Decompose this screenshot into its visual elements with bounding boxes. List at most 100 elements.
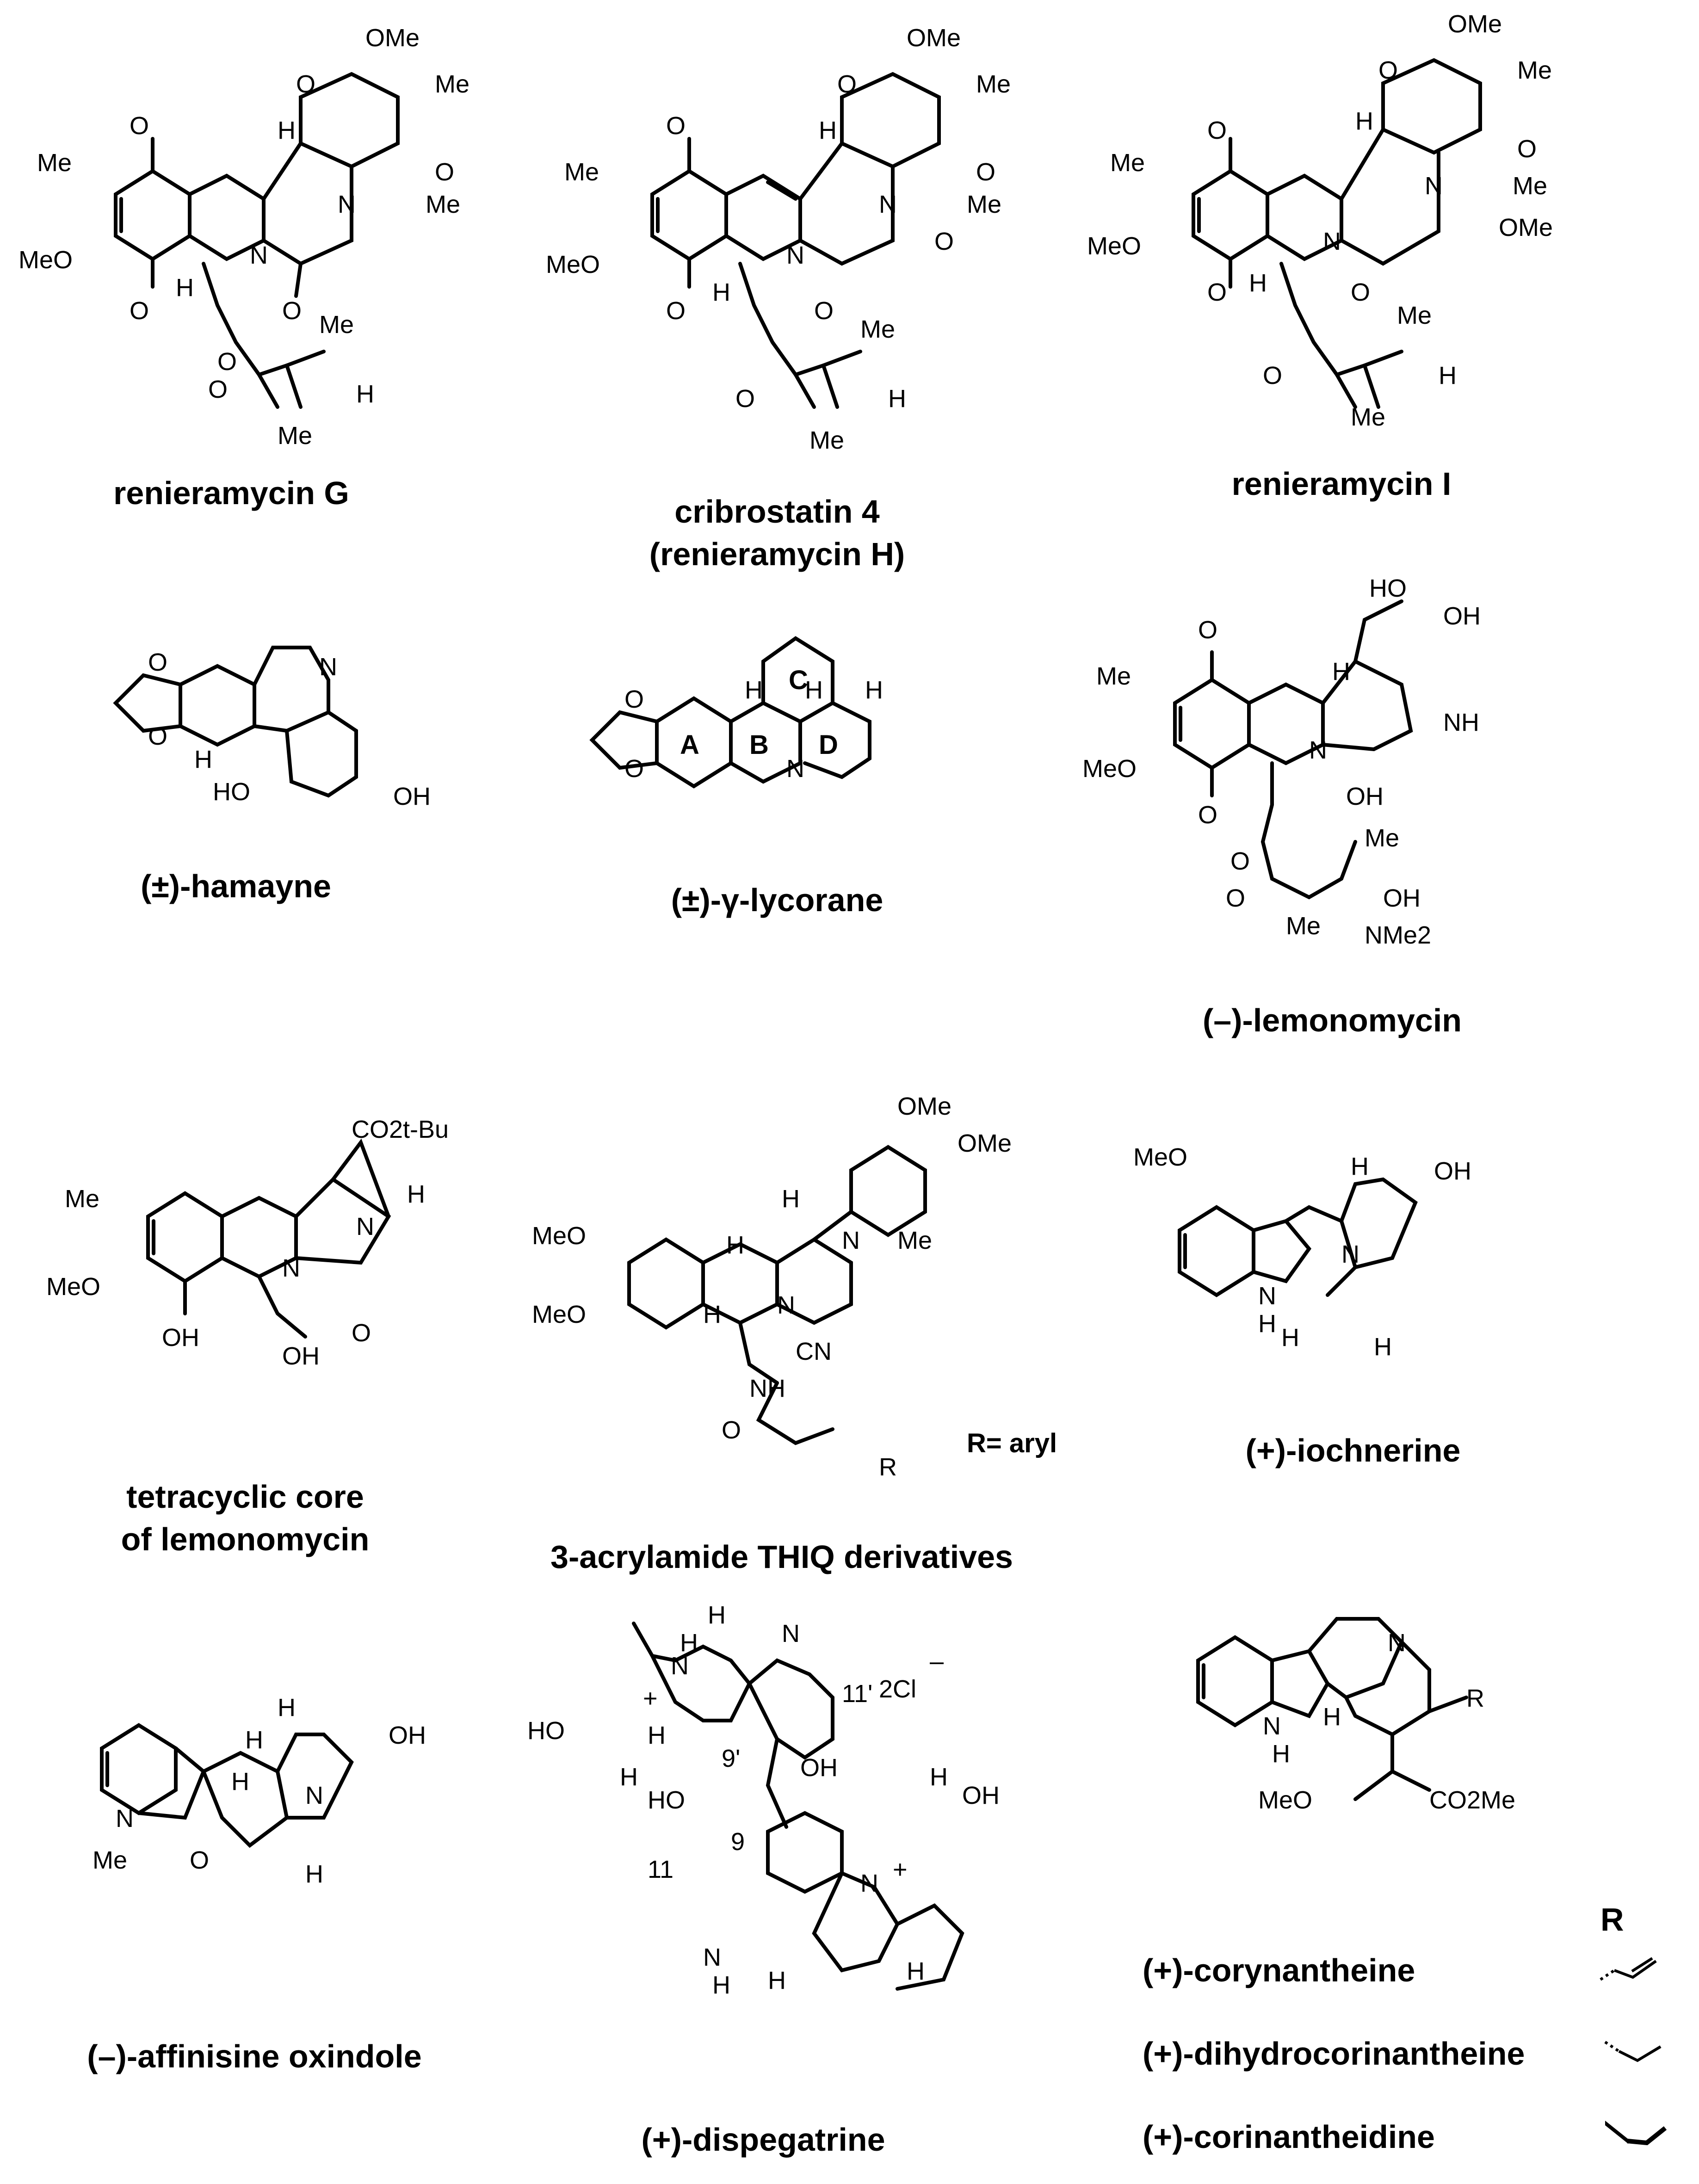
atom-label: MeO [532, 1301, 586, 1328]
atom-label: OH [962, 1782, 1000, 1809]
structure-tetracyclic-core: CO2t-Bu H Me N MeO N OH O OH tetracyclic… [37, 1096, 546, 1605]
atom-label: MeO [1133, 1143, 1187, 1171]
atom-label: HO [527, 1717, 565, 1745]
atom-label: H [231, 1768, 249, 1795]
atom-label: OMe [1448, 10, 1502, 38]
caption-line: (±)-γ-lycorane [671, 882, 883, 918]
atom-label: NH [1443, 709, 1479, 736]
atom-label: H [1272, 1740, 1290, 1768]
atom-label: OH [800, 1754, 838, 1782]
atom-label: O [217, 348, 237, 376]
atom-label: O [296, 70, 315, 98]
atom-label: OMe [907, 24, 961, 52]
atom-label: Me [65, 1185, 99, 1213]
atom-label: MeO [532, 1222, 586, 1250]
atom-label: H [865, 676, 883, 704]
affinisine-oxindole-labels: H H OH H N N Me O H [93, 1694, 426, 1888]
structure-renieramycin-i: OMe O Me O H O Me N Me MeO N OMe O H O M… [1087, 0, 1688, 578]
atom-label: N [1263, 1712, 1281, 1740]
atom-label: 2Cl [879, 1675, 916, 1703]
atom-label: H [1374, 1333, 1392, 1361]
caption-line: (–)-affinisine oxindole [87, 2038, 422, 2074]
atom-label: Me [93, 1846, 127, 1874]
dispegatrine-drawing [632, 1622, 964, 1991]
atom-label: O [1198, 801, 1217, 829]
structure-lemonomycin: HO OH O H Me NH MeO N O OH O Me OH O Me … [1078, 546, 1679, 1078]
atom-label: H [278, 117, 296, 144]
atom-label: O [208, 376, 228, 403]
atom-label: N [282, 1254, 300, 1282]
atom-label: Me [897, 1227, 932, 1254]
dispegatrine-labels: H H N N + H 11' 2Cl – HO 9' H OH HO H 9 … [527, 1601, 1000, 1999]
thiq-derivatives-labels: OMe OMe H MeO H N Me MeO H N CN NH O R R… [532, 1092, 1057, 1481]
caption-renieramycin-g: renieramycin G [0, 472, 463, 514]
atom-label: H [176, 274, 194, 302]
gamma-lycorane-drawing [589, 636, 871, 789]
atom-label: H [620, 1763, 638, 1791]
atom-label: H [1323, 1703, 1341, 1731]
ring-label: B [749, 730, 769, 760]
atom-label: N [1388, 1629, 1406, 1657]
atom-label: O [282, 297, 302, 325]
atom-label: O [814, 297, 834, 325]
atom-label: Me [1513, 172, 1547, 200]
atom-label: OMe [897, 1092, 951, 1120]
atom-label: Me [278, 422, 312, 450]
vinyl-substituent-icon [1600, 1957, 1657, 1981]
atom-label: H [930, 1763, 948, 1791]
atom-label: O [190, 1846, 209, 1874]
atom-label: N [782, 1620, 800, 1647]
caption-gamma-lycorane: (±)-γ-lycorane [546, 879, 1008, 921]
atom-label: Me [564, 158, 599, 186]
atom-label: O [130, 112, 149, 140]
atom-label: N [703, 1943, 721, 1971]
caption-renieramycin-i: renieramycin I [1087, 463, 1596, 505]
atom-label: N [777, 1291, 795, 1319]
atom-label: 11' [842, 1680, 872, 1708]
iochnerine-drawing [1178, 1177, 1418, 1297]
atom-label: H [1355, 107, 1373, 135]
gamma-lycorane-labels: O O H H H N A B C D [624, 665, 883, 783]
atom-label: N [356, 1213, 374, 1240]
atom-label: O [1517, 135, 1537, 163]
structure-gamma-lycorane: O O H H H N A B C D (±)-γ-lycorane [546, 583, 1008, 930]
r-legend-dihydrocorinantheine: (+)-dihydrocorinantheine [1143, 2036, 1525, 2072]
structure-iochnerine: MeO H OH N N H H H (+)-iochnerine [1133, 1129, 1665, 1499]
caption-line: tetracyclic core [126, 1479, 364, 1515]
atom-label: CN [796, 1338, 832, 1365]
renieramycin-i-drawing [1192, 58, 1482, 409]
atom-label: N [1258, 1282, 1276, 1310]
caption-line: (renieramycin H) [649, 536, 905, 572]
caption-cribrostatin-4: cribrostatin 4 (renieramycin H) [546, 490, 1008, 575]
atom-label: O [1351, 278, 1370, 306]
atom-label: O [735, 385, 755, 413]
atom-label: N [1309, 736, 1327, 764]
atom-label: Me [435, 70, 470, 98]
atom-label: O [148, 648, 167, 676]
thiq-derivatives-drawing [627, 1145, 927, 1445]
atom-label: H [1249, 269, 1267, 297]
caption-thiq-derivatives: 3-acrylamide THIQ derivatives [518, 1536, 1045, 1578]
caption-line: of lemonomycin [121, 1521, 370, 1557]
atom-label: OH [1346, 783, 1384, 810]
atom-label: H [708, 1601, 726, 1629]
atom-label: H [278, 1694, 296, 1721]
atom-label: H [245, 1726, 263, 1754]
atom-label: Me [1517, 56, 1552, 84]
atom-label: O [722, 1416, 741, 1444]
atom-label: O [624, 755, 644, 783]
atom-label: H [782, 1185, 800, 1213]
atom-label: N [879, 191, 897, 218]
atom-label: N [116, 1805, 134, 1832]
atom-label: CO2Me [1429, 1786, 1515, 1814]
r-legend-corynantheine: (+)-corynantheine [1143, 1952, 1415, 1988]
hamayne-drawing [113, 646, 358, 798]
atom-label: HO [213, 778, 250, 806]
atom-label: 9 [731, 1828, 745, 1856]
atom-label: MeO [1258, 1786, 1312, 1814]
atom-label: H [907, 1957, 925, 1985]
tetracyclic-core-labels: CO2t-Bu H Me N MeO N OH O OH [46, 1116, 449, 1370]
atom-label: OMe [1499, 214, 1553, 241]
structure-cribrostatin-4: OMe O Me O H O Me N Me MeO N O O H O Me … [546, 0, 1101, 578]
atom-label: OH [393, 783, 431, 810]
